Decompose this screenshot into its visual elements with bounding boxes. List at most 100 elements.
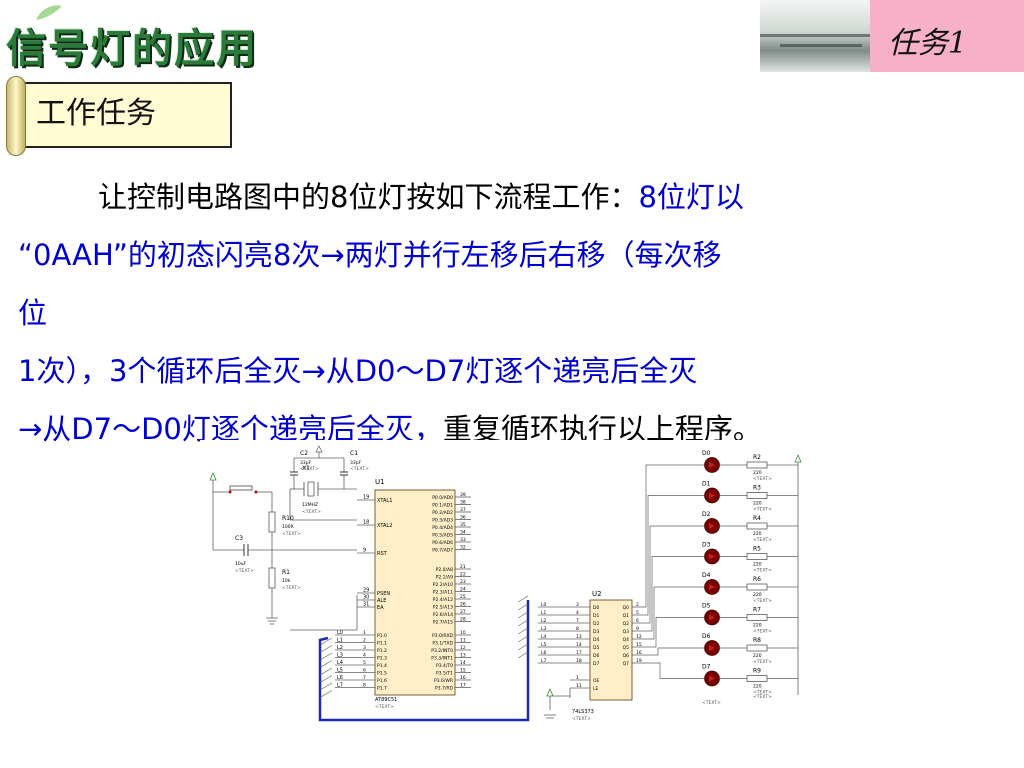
led-res-value: 220 xyxy=(753,684,762,690)
latch-out-num: 5 xyxy=(636,610,639,616)
leaf-icon xyxy=(36,5,62,20)
bus-entry-wire xyxy=(517,651,529,659)
text-line-2: “0AAH”的初态闪亮8次→两灯并行左移后右移（每次移 xyxy=(18,238,722,272)
latch-in-net: L2 xyxy=(541,618,547,624)
mcu-p1-num: 4 xyxy=(363,653,366,659)
task-badge: 任务1 xyxy=(870,0,1024,72)
bus-entry-wire xyxy=(319,645,333,653)
latch-in-name: D6 xyxy=(593,653,599,659)
latch-in-num: 13 xyxy=(576,634,582,640)
c3-value: 10uF xyxy=(235,561,247,567)
cap-ref: C1 xyxy=(350,450,358,457)
mcu-p2-name: P2.6/A14 xyxy=(433,612,453,618)
mcu-p2-num: 26 xyxy=(460,602,466,608)
bus-entry-wire xyxy=(319,690,333,698)
latch-in-net: L6 xyxy=(541,650,547,656)
mcu-left-pin-name: RST xyxy=(377,551,388,557)
mcu-p1-net: L4 xyxy=(337,660,343,666)
resistor-r2 xyxy=(746,461,768,469)
led-res-value: 220 xyxy=(753,501,762,507)
slide-title: 信号灯的应用 xyxy=(0,2,330,72)
mcu-p0-name: P0.4/AD4 xyxy=(432,525,453,531)
reset-button-icon xyxy=(229,485,253,491)
section-scroll: 工作任务 xyxy=(6,76,232,156)
resistor-r3 xyxy=(746,492,768,499)
mcu-p3-name: P3.1/TXD xyxy=(432,641,453,647)
led-drive-wire xyxy=(632,495,704,616)
latch-in-net: L5 xyxy=(541,642,547,648)
latch-in-name: D3 xyxy=(593,629,599,635)
led-res-ref: R3 xyxy=(753,485,761,492)
resistor-r7 xyxy=(746,614,768,621)
led-ref: D1 xyxy=(702,481,711,488)
text-line-1: 让控制电路图中的8位灯按如下流程工作：8位灯以 xyxy=(18,168,1024,226)
scroll-roll-icon xyxy=(6,76,26,156)
led-res-ref: R7 xyxy=(753,607,761,614)
resistor-r10 xyxy=(268,511,276,533)
mcu-p3-name: P3.2/INT0 xyxy=(431,648,453,654)
mcu-p1-net: L2 xyxy=(337,645,343,651)
led-res-ref: R9 xyxy=(753,668,761,675)
latch-ctrl-name: LE xyxy=(593,686,599,692)
latch-out-num: 15 xyxy=(636,642,642,648)
led-drive-wire xyxy=(632,617,704,648)
mcu-p2-name: P2.1/A9 xyxy=(436,575,453,581)
mcu-p1-num: 6 xyxy=(363,668,366,674)
led-arrow xyxy=(709,553,715,560)
mcu-p2-num: 27 xyxy=(460,609,466,615)
section-label: 工作任务 xyxy=(36,96,156,131)
mcu-left-pin-name: EA xyxy=(377,605,384,611)
task-badge-text: 任务1 xyxy=(888,26,968,61)
led-arrow xyxy=(709,675,715,682)
bus-entry-wire xyxy=(319,660,333,668)
mcu-p3-num: 14 xyxy=(460,660,466,666)
mcu-left-pin-name: XTAL1 xyxy=(377,498,392,504)
latch-ctrl-num: 11 xyxy=(576,683,582,689)
mcu-left-pin-name: ALE xyxy=(377,598,386,604)
mcu-p1-net: L6 xyxy=(337,675,343,681)
ground-icon xyxy=(315,445,323,453)
mcu-p1-name: P1.5 xyxy=(377,671,387,677)
led-res-text-tag: <TEXT> xyxy=(753,507,772,513)
bus-entry-wire xyxy=(517,619,529,627)
mcu-p0-num: 39 xyxy=(460,492,466,498)
led-res-text-tag: <TEXT> xyxy=(753,568,772,574)
mcu-left-pin-name: XTAL2 xyxy=(377,523,392,529)
latch-in-name: D1 xyxy=(593,613,599,619)
cap-text-tag: <TEXT> xyxy=(350,466,369,472)
r10-value: 100R xyxy=(282,524,294,530)
led-ref: D2 xyxy=(702,511,711,518)
led-drive-wire xyxy=(632,586,704,640)
led-arrow xyxy=(709,614,715,621)
mcu-p1-name: P1.1 xyxy=(377,641,387,647)
mcu-p1-num: 3 xyxy=(363,645,366,651)
led-arrow xyxy=(709,492,715,499)
latch-out-name: Q1 xyxy=(623,613,630,619)
r1-value: 10k xyxy=(282,578,291,584)
led-res-value: 220 xyxy=(753,623,762,629)
bus-entry-wire xyxy=(319,637,333,646)
latch-out-num: 16 xyxy=(636,650,642,656)
led-ref: D5 xyxy=(702,603,711,610)
led-arrow xyxy=(709,462,715,468)
mcu-left-pin-num: 9 xyxy=(363,548,366,554)
latch-in-name: D5 xyxy=(593,645,599,651)
led-res-text-tag: <TEXT> xyxy=(753,690,772,696)
mcu-p2-num: 25 xyxy=(460,594,466,600)
mcu-p0-name: P0.1/AD1 xyxy=(432,503,453,509)
cap-value: 33pF xyxy=(350,460,362,466)
resistor-r5 xyxy=(746,553,768,560)
slide-title-text: 信号灯的应用 xyxy=(6,26,258,72)
led-res-value: 220 xyxy=(753,470,762,476)
mcu-text-tag: <TEXT> xyxy=(375,704,394,710)
mcu-p2-name: P2.3/A11 xyxy=(433,590,453,596)
latch-in-num: 7 xyxy=(576,618,579,624)
led-ref: D7 xyxy=(702,664,711,671)
cap-text-tag: <TEXT> xyxy=(300,466,319,472)
mcu-p3-num: 17 xyxy=(460,683,466,689)
crystal-text-tag: <TEXT> xyxy=(302,509,321,515)
mcu-p2-num: 23 xyxy=(460,579,466,585)
mcu-p0-name: P0.0/AD0 xyxy=(432,495,453,501)
bus-entry-wire xyxy=(517,627,529,635)
led-res-text-tag: <TEXT> xyxy=(753,476,772,482)
